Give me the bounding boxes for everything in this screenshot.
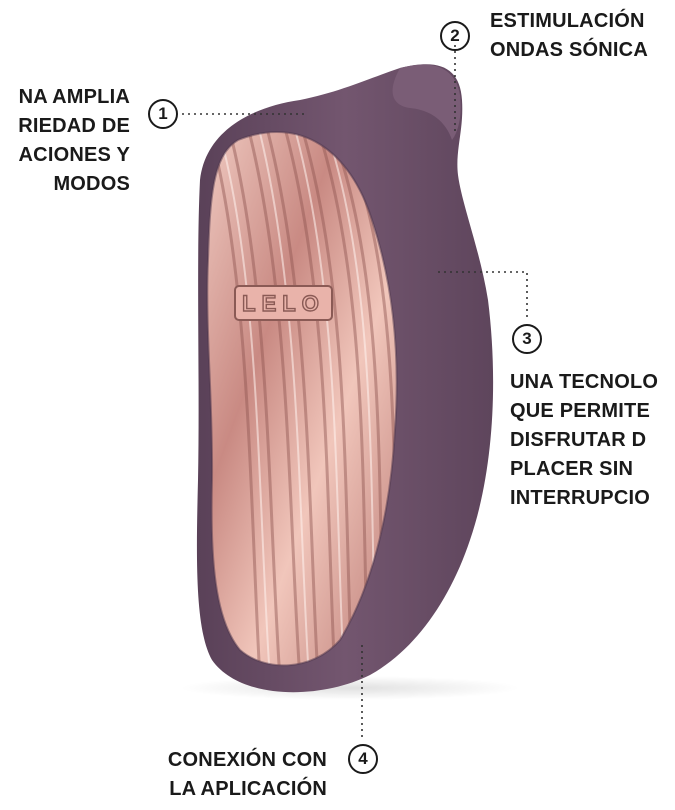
feature-3-badge: 3 (512, 324, 542, 354)
feature-2-label: ESTIMULACIÓN ONDAS SÓNICA (490, 10, 648, 61)
feature-4-label: CONEXIÓN CON LA APLICACIÓN (167, 749, 327, 800)
feature-2-badge: 2 (440, 21, 470, 51)
sonic-nub (392, 64, 461, 140)
brand-logo: LELO (234, 285, 333, 321)
feature-3-label: UNA TECNOLO QUE PERMITE DISFRUTAR D PLAC… (510, 371, 659, 509)
feature-1-badge: 1 (148, 99, 178, 129)
svg-text:LELO: LELO (242, 291, 325, 316)
feature-1-label: NA AMPLIA RIEDAD DE ACIONES Y MODOS (18, 86, 130, 195)
feature-4-badge: 4 (348, 744, 378, 774)
face-plate (207, 131, 397, 666)
leader-lines (182, 45, 528, 740)
